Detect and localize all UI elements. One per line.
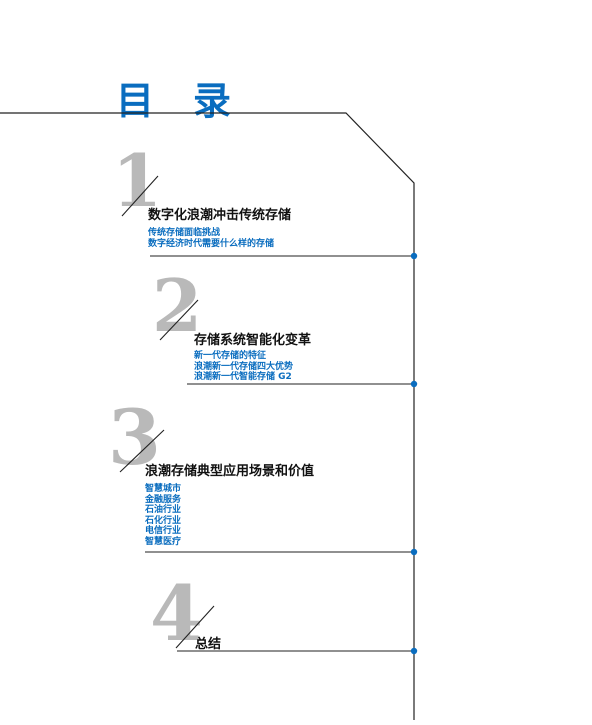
- section-1-items: 传统存储面临挑战 数字经济时代需要什么样的存储: [148, 228, 274, 249]
- frame-outline: [0, 112, 415, 720]
- section-3-item: 智慧医疗: [145, 536, 182, 547]
- section-2-title: 存储系统智能化变革: [194, 333, 312, 348]
- section-2-numeral: 2: [152, 263, 203, 348]
- section-3-item: 石化行业: [145, 515, 182, 526]
- section-3-item: 电信行业: [145, 526, 182, 536]
- section-1-title: 数字化浪潮冲击传统存储: [148, 208, 292, 223]
- section-2-slash: [159, 299, 199, 341]
- section-2-item: 新一代存储的特征: [194, 351, 267, 361]
- toc-title-char-2: 录: [193, 79, 234, 123]
- section-1-marker: [410, 252, 418, 260]
- section-1-item: 数字经济时代需要什么样的存储: [148, 238, 275, 249]
- section-3-slash: [119, 429, 165, 473]
- section-1-slash: [121, 175, 159, 217]
- section-3-item: 智慧城市: [145, 484, 182, 494]
- section-2-item: 浪潮新一代智能存储 G2: [194, 372, 292, 382]
- section-2-items: 新一代存储的特征 浪潮新一代存储四大优势 浪潮新一代智能存储 G2: [194, 351, 293, 383]
- section-4-marker: [410, 647, 418, 655]
- section-2-marker: [410, 380, 418, 388]
- section-3-numeral: 3: [108, 393, 161, 482]
- toc-title-char-1: 目: [116, 79, 157, 123]
- section-4-slash: [175, 605, 215, 649]
- section-3-items: 智慧城市 金融服务 石油行业 石化行业 电信行业 智慧医疗: [145, 484, 181, 547]
- section-4-numeral: 4: [150, 569, 203, 658]
- section-3-marker: [410, 548, 418, 556]
- section-1-item: 传统存储面临挑战: [148, 228, 221, 238]
- section-3-item: 金融服务: [145, 494, 182, 505]
- section-2-item: 浪潮新一代存储四大优势: [194, 361, 294, 372]
- section-4-title: 总结: [195, 637, 222, 652]
- section-3-item: 石油行业: [145, 505, 182, 515]
- section-3-title: 浪潮存储典型应用场景和价值: [145, 464, 315, 479]
